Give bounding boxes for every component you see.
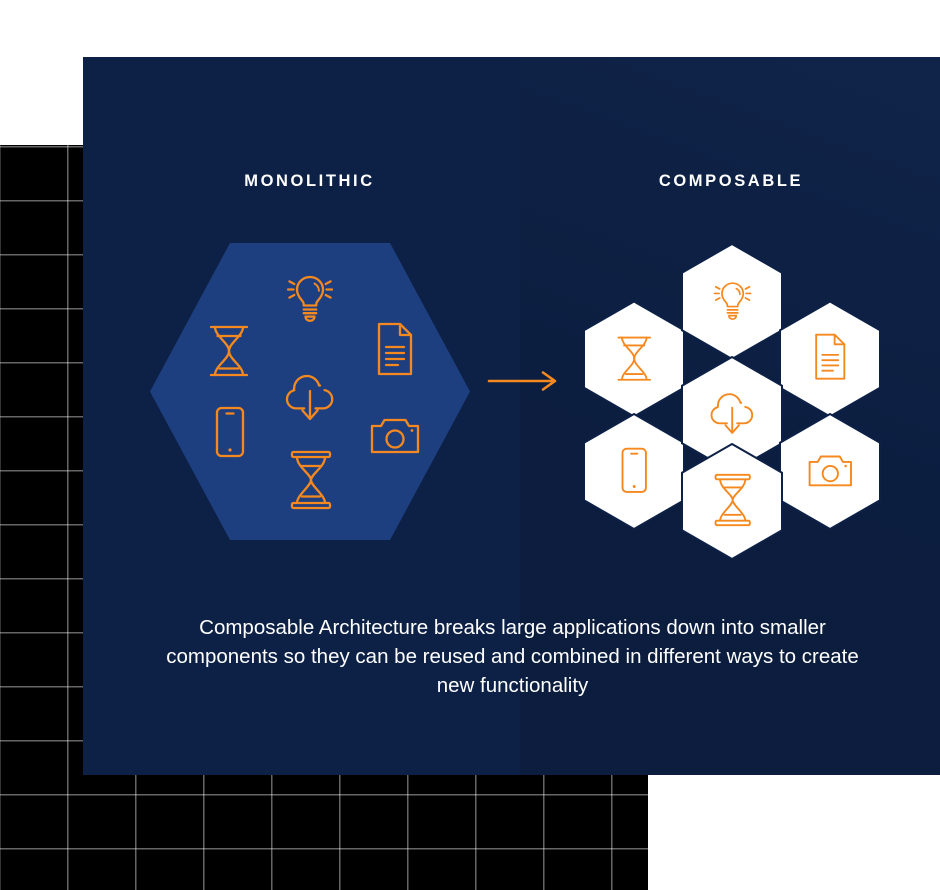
lightbulb-icon xyxy=(713,282,752,320)
camera-icon xyxy=(368,415,422,462)
monolithic-icon-group xyxy=(150,243,470,540)
smartphone-icon xyxy=(212,405,248,464)
caption-text: Composable Architecture breaks large app… xyxy=(166,616,859,697)
smartphone-icon xyxy=(621,447,647,493)
right-arrow-icon xyxy=(487,369,559,393)
hex-cell-lower-right xyxy=(779,413,881,530)
hourglass-icon xyxy=(617,336,652,381)
cloud-download-icon xyxy=(282,368,338,431)
heading-composable: COMPOSABLE xyxy=(658,172,804,190)
document-icon xyxy=(372,321,418,382)
cloud-download-icon xyxy=(710,393,754,434)
composable-hexagon-cluster xyxy=(584,244,881,559)
hourglass-icon-2 xyxy=(288,450,334,515)
lightbulb-icon xyxy=(280,267,340,332)
document-icon xyxy=(815,333,846,380)
hourglass-icon xyxy=(206,323,252,384)
hex-cell-lower-left xyxy=(584,413,685,530)
hex-cell-top xyxy=(681,244,783,360)
hex-cell-upper-right xyxy=(779,300,881,418)
hourglass-icon-2 xyxy=(714,473,751,527)
heading-monolithic: MONOLITHIC xyxy=(244,172,375,190)
camera-icon xyxy=(808,455,852,487)
